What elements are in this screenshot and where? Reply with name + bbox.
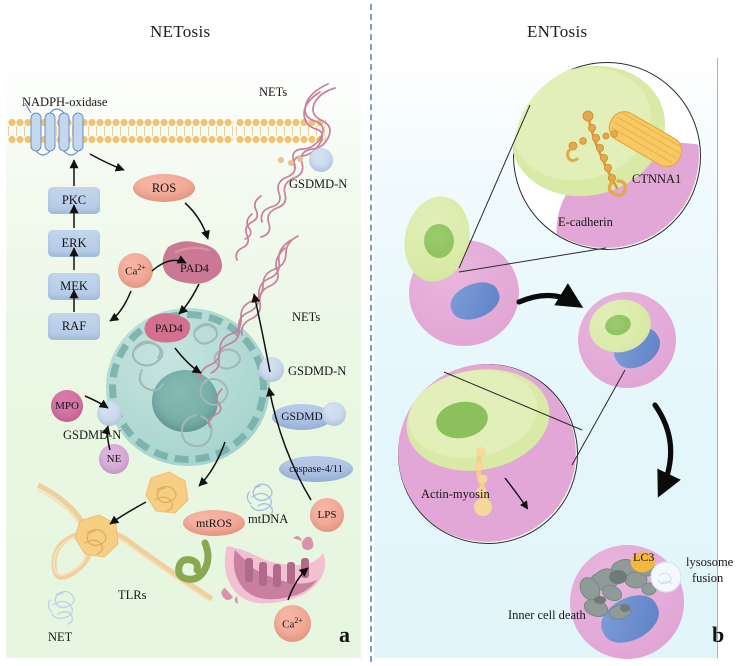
pad4-cytosolic-label: PAD4 [180, 261, 209, 275]
mtros-molecule: mtROS [183, 510, 245, 536]
lc3-label: LC3 [633, 550, 655, 564]
mpo-molecule: MPO [51, 390, 83, 422]
calcium-lower-text: Ca2+ [282, 616, 303, 631]
gsdmd-n-left-label: GSDMD-N [63, 428, 122, 442]
calcium-upper-text: Ca2+ [125, 263, 146, 278]
panel-b-letter: b [712, 622, 725, 647]
panel-a-letter: a [339, 622, 350, 647]
kinase-box-erk: ERK [48, 230, 100, 257]
gsdmd-c-lobe [322, 402, 346, 426]
mtdna-label: mtDNA [248, 512, 289, 526]
inner-cell-death-label: Inner cell death [508, 608, 586, 622]
entosis-inner-nucleus-1 [424, 224, 454, 258]
kinase-box-mek: MEK [48, 273, 100, 300]
gsdmd-n-top-label: GSDMD-N [289, 177, 348, 191]
plasma-membrane-right [236, 118, 326, 144]
lps-molecule: LPS [310, 498, 344, 532]
nadph-oxidase-label: NADPH-oxidase [22, 95, 108, 109]
nets-mid-label: NETs [292, 310, 321, 324]
panel-a-title: NETosis [150, 22, 211, 41]
ne-molecule: NE [99, 444, 129, 474]
net-label: NET [48, 630, 73, 644]
e-cadherin-label: E-cadherin [558, 215, 613, 229]
pad4-nuclear-label: PAD4 [155, 323, 183, 335]
actin-myosin-zoom-circle [398, 364, 578, 544]
kinase-box-raf: RAF [48, 313, 100, 340]
kinase-box-pkc: PKC [48, 187, 100, 214]
ctnna1-label: CTNNA1 [632, 172, 682, 186]
gsdmd-n-pore-membrane [309, 148, 333, 172]
ros-molecule: ROS [133, 174, 195, 202]
plasma-membrane-left [8, 118, 233, 144]
lysosome-fusion-label-line1: lysosome [686, 555, 734, 569]
panel-divider [370, 4, 372, 662]
actin-myosin-label: Actin-myosin [421, 487, 490, 501]
gsdmd-n-pore-left [97, 401, 122, 426]
gsdmd-n-pore-cell [259, 357, 284, 382]
gsdmd-n-cell-label: GSDMD-N [288, 364, 347, 378]
nets-upper-label: NETs [259, 85, 288, 99]
caspase-4-11: caspase-4/11 [279, 456, 353, 482]
calcium-upper: Ca2+ [118, 253, 153, 288]
panel-b-title: ENTosis [527, 22, 588, 41]
neutrophil-nucleus [152, 370, 218, 432]
tlrs-label: TLRs [118, 588, 147, 602]
calcium-lower: Ca2+ [274, 605, 311, 642]
lysosome-fusion-label-line2: fusion [692, 571, 724, 585]
